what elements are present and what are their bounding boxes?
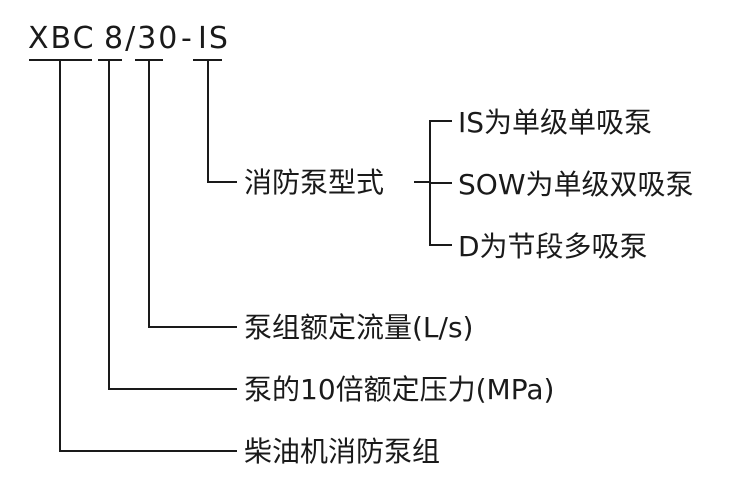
pressure-label: 泵的10倍额定压力(MPa)	[244, 373, 554, 406]
pump-type-label: 消防泵型式	[244, 166, 384, 199]
flow-label: 泵组额定流量(L/s)	[244, 311, 473, 344]
leader-pressure	[108, 60, 237, 390]
unit-label: 柴油机消防泵组	[244, 435, 440, 468]
pump-type-option-sow: SOW为单级双吸泵	[458, 168, 694, 201]
leader-flow	[148, 60, 237, 328]
code-segment-type: IS	[198, 21, 230, 56]
code-segment-dash: -	[181, 21, 194, 56]
pump-type-option-is: IS为单级单吸泵	[458, 106, 652, 139]
pump-type-option-d: D为节段多吸泵	[458, 230, 648, 263]
code-segment-flow-pressure: 8/30	[104, 21, 179, 56]
code-segment-series: XBC	[28, 21, 96, 56]
leader-unit	[59, 60, 237, 452]
leader-pump-type	[207, 60, 237, 183]
